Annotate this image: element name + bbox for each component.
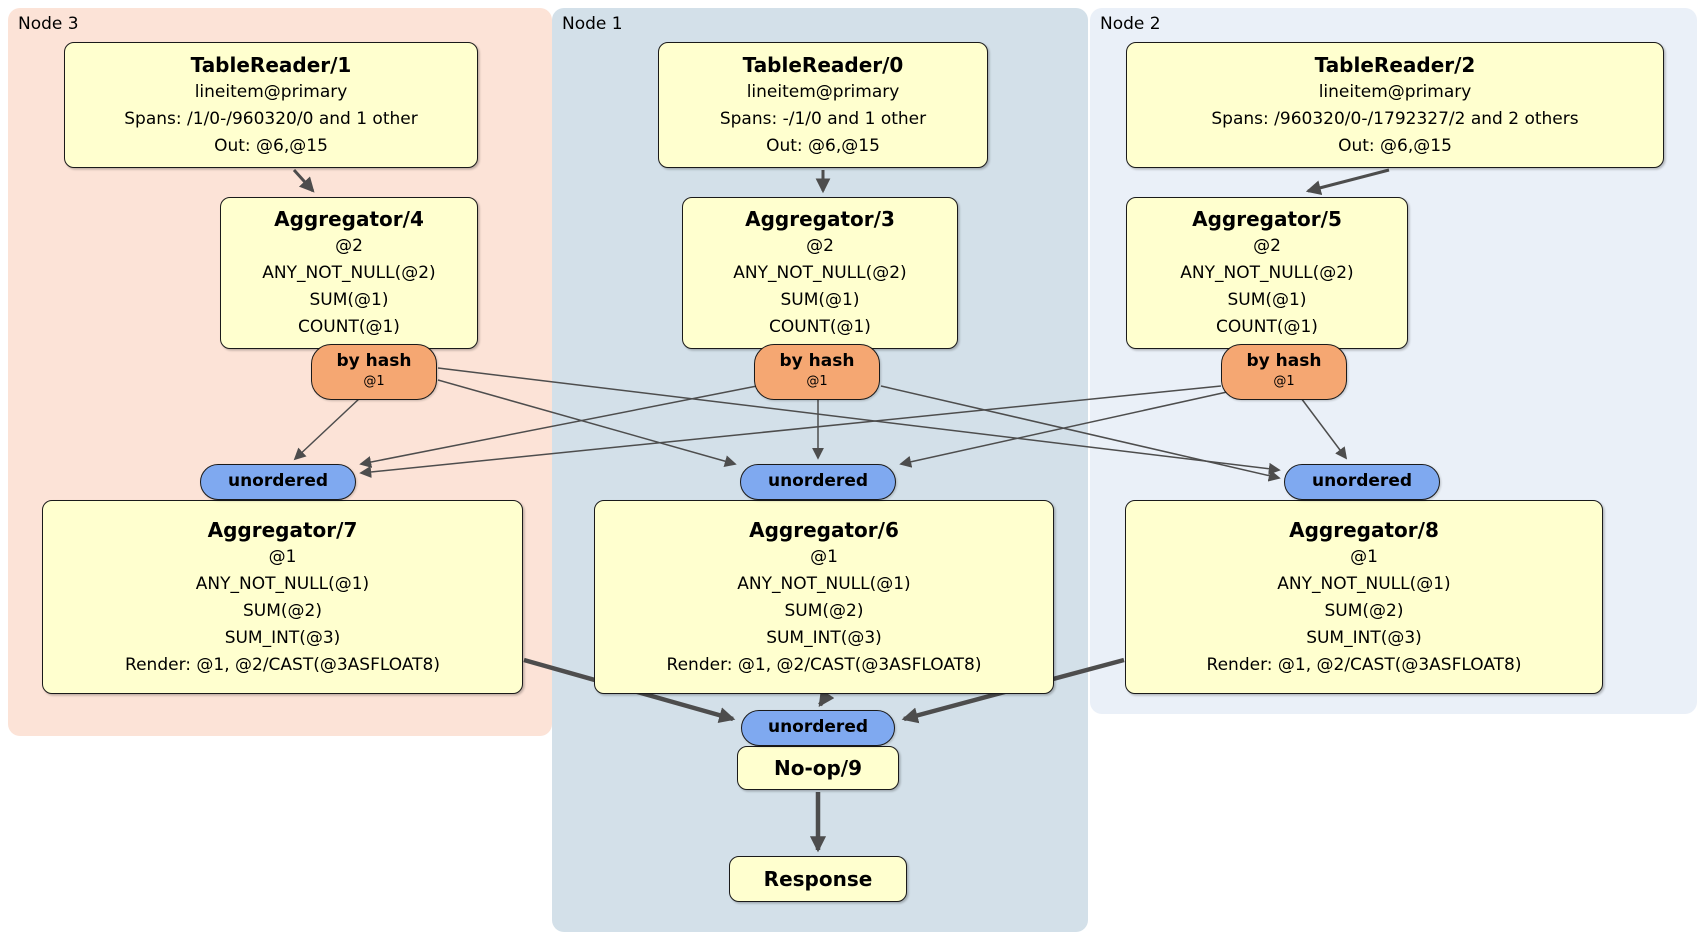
router-label: by hash [779, 351, 855, 371]
processor-func: SUM(@2) [784, 600, 864, 621]
processor-render: Render: @1, @2/CAST(@3ASFLOAT8) [666, 654, 982, 675]
processor-func: SUM_INT(@3) [1306, 627, 1422, 648]
processor-title: No-op/9 [773, 756, 863, 780]
processor-index: lineitem@primary [194, 81, 348, 102]
router-by-hash-node3: by hash @1 [311, 344, 437, 400]
processor-noop-9: No-op/9 [737, 746, 899, 790]
processor-spans: Spans: /960320/0-/1792327/2 and 2 others [1211, 108, 1579, 129]
processor-title: Aggregator/8 [1289, 517, 1439, 542]
edge-router2-sync3 [359, 385, 1222, 478]
processor-func: COUNT(@1) [1216, 317, 1318, 337]
processor-spans: Spans: -/1/0 and 1 other [719, 108, 927, 129]
processor-aggregator-8: Aggregator/8 @1 ANY_NOT_NULL(@1) SUM(@2)… [1125, 500, 1603, 694]
processor-aggregator-5: Aggregator/5 @2 ANY_NOT_NULL(@2) SUM(@1)… [1126, 197, 1408, 349]
processor-aggregator-4: Aggregator/4 @2 ANY_NOT_NULL(@2) SUM(@1)… [220, 197, 478, 349]
processor-out: Out: @6,@15 [766, 135, 880, 156]
processor-title: Aggregator/3 [745, 207, 895, 231]
sync-unordered-final: unordered [741, 710, 895, 746]
processor-spans: Spans: /1/0-/960320/0 and 1 other [124, 108, 418, 129]
processor-aggregator-3: Aggregator/3 @2 ANY_NOT_NULL(@2) SUM(@1)… [682, 197, 958, 349]
router-by-hash-node2: by hash @1 [1221, 344, 1347, 400]
edge-agg6-syncfinal [818, 689, 835, 708]
edge-router1-sync3 [359, 385, 758, 468]
edge-router3-sync2 [437, 367, 1281, 475]
region-node1-label: Node 1 [562, 14, 623, 34]
edge-tr2-agg5 [1305, 168, 1390, 196]
processor-response: Response [729, 856, 907, 902]
edge-router2-sync2 [1300, 397, 1348, 460]
router-label: by hash [336, 351, 412, 371]
router-key: @1 [1273, 374, 1295, 389]
processor-out: Out: @6,@15 [214, 135, 328, 156]
processor-tablereader-1: TableReader/1 lineitem@primary Spans: /1… [64, 42, 478, 168]
edge-router1-sync2 [880, 385, 1281, 482]
router-key: @1 [806, 374, 828, 389]
sync-unordered-node3: unordered [200, 464, 356, 500]
processor-group-key: @2 [1253, 236, 1281, 256]
processor-func: COUNT(@1) [769, 317, 871, 337]
processor-tablereader-2: TableReader/2 lineitem@primary Spans: /9… [1126, 42, 1664, 168]
router-label: by hash [1246, 351, 1322, 371]
processor-title: Aggregator/7 [207, 517, 358, 542]
processor-func: SUM(@2) [243, 600, 322, 621]
processor-aggregator-6: Aggregator/6 @1 ANY_NOT_NULL(@1) SUM(@2)… [594, 500, 1054, 694]
processor-out: Out: @6,@15 [1338, 135, 1452, 156]
processor-group-key: @2 [806, 236, 834, 256]
sync-unordered-node1: unordered [740, 464, 896, 500]
region-node2-label: Node 2 [1100, 14, 1161, 34]
processor-func: SUM_INT(@3) [766, 627, 882, 648]
processor-func: SUM(@2) [1324, 600, 1404, 621]
processor-title: Aggregator/6 [749, 517, 899, 542]
processor-func: SUM(@1) [1227, 290, 1307, 310]
processor-aggregator-7: Aggregator/7 @1 ANY_NOT_NULL(@1) SUM(@2)… [42, 500, 523, 694]
processor-title: Aggregator/5 [1192, 207, 1342, 231]
processor-title: Aggregator/4 [274, 207, 424, 231]
processor-func: ANY_NOT_NULL(@1) [195, 573, 370, 594]
processor-func: SUM(@1) [780, 290, 860, 310]
processor-func: ANY_NOT_NULL(@1) [737, 573, 911, 594]
processor-title: TableReader/0 [742, 52, 904, 77]
processor-group-key: @1 [268, 546, 297, 567]
processor-func: ANY_NOT_NULL(@1) [1277, 573, 1451, 594]
router-key: @1 [363, 374, 385, 389]
processor-func: SUM(@1) [309, 290, 389, 310]
processor-func: COUNT(@1) [298, 317, 400, 337]
processor-group-key: @1 [810, 546, 838, 567]
processor-group-key: @2 [335, 236, 363, 256]
processor-tablereader-0: TableReader/0 lineitem@primary Spans: -/… [658, 42, 988, 168]
processor-func: SUM_INT(@3) [224, 627, 341, 648]
edge-tr1-agg4 [292, 168, 315, 193]
processor-index: lineitem@primary [746, 81, 900, 102]
processor-func: ANY_NOT_NULL(@2) [262, 263, 436, 283]
edge-router3-sync3 [293, 397, 361, 461]
processor-title: TableReader/1 [190, 52, 352, 77]
processor-title: Response [763, 867, 873, 891]
processor-func: ANY_NOT_NULL(@2) [1180, 263, 1354, 283]
processor-title: TableReader/2 [1314, 52, 1476, 77]
processor-render: Render: @1, @2/CAST(@3ASFLOAT8) [125, 654, 440, 675]
processor-index: lineitem@primary [1318, 81, 1472, 102]
processor-render: Render: @1, @2/CAST(@3ASFLOAT8) [1206, 654, 1522, 675]
edge-router3-sync1 [437, 379, 737, 467]
processor-func: ANY_NOT_NULL(@2) [733, 263, 907, 283]
processor-group-key: @1 [1350, 546, 1378, 567]
router-by-hash-node1: by hash @1 [754, 344, 880, 400]
region-node3-label: Node 3 [18, 14, 79, 34]
sync-unordered-node2: unordered [1284, 464, 1440, 500]
edge-router2-sync1 [899, 391, 1228, 468]
